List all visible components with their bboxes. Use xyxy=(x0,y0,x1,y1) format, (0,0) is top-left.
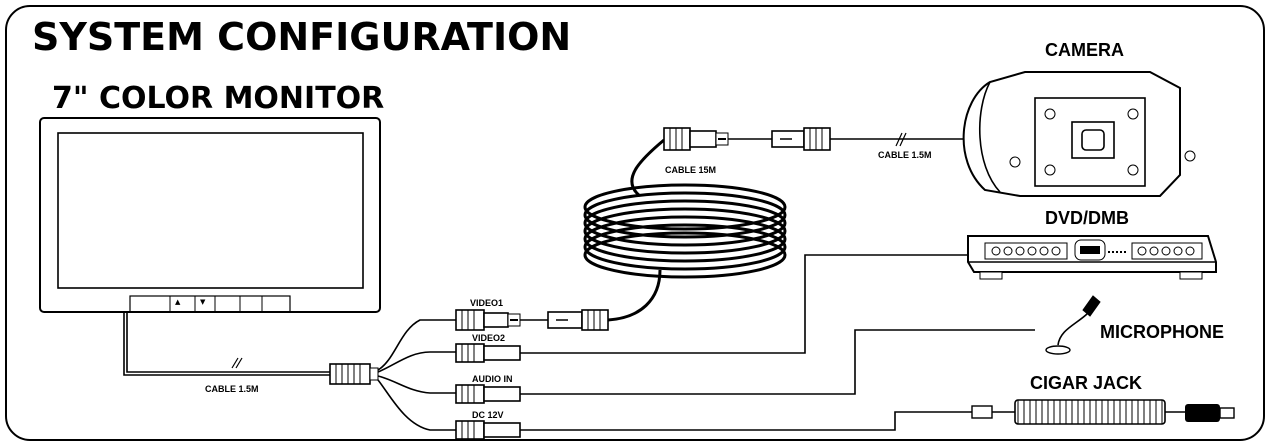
dc12v-connector xyxy=(455,420,521,440)
cable-camera-label: CABLE 1.5M xyxy=(878,150,932,160)
diagram-title: SYSTEM CONFIGURATION xyxy=(32,15,571,59)
svg-text:▼: ▼ xyxy=(200,298,206,306)
dvd-wire xyxy=(520,254,968,354)
camera-extension-connector xyxy=(663,127,729,151)
camera-device xyxy=(962,71,1196,197)
cable-coil-label: CABLE 15M xyxy=(665,165,716,175)
multi-connector xyxy=(329,363,379,385)
port-video1-label: VIDEO1 xyxy=(470,298,503,308)
cigar-jack-device xyxy=(971,399,1235,425)
dvd-device xyxy=(967,235,1217,280)
cable-monitor-label: CABLE 1.5M xyxy=(205,384,259,394)
monitor-cable xyxy=(123,312,330,376)
camera-label: CAMERA xyxy=(1045,40,1124,60)
video1-connector xyxy=(455,309,521,331)
coiled-cable-15m xyxy=(583,183,787,279)
monitor-title: 7" COLOR MONITOR xyxy=(52,81,384,116)
svg-text:▲: ▲ xyxy=(175,298,181,306)
diagram-frame xyxy=(5,5,1265,441)
port-video2-label: VIDEO2 xyxy=(472,333,505,343)
microphone-device xyxy=(1045,295,1101,355)
port-dc12v-label: DC 12V xyxy=(472,410,504,420)
microphone-wire xyxy=(520,329,1035,395)
port-audio-in-label: AUDIO IN xyxy=(472,374,513,384)
audio-in-connector xyxy=(455,384,521,404)
microphone-label: MICROPHONE xyxy=(1100,322,1224,342)
monitor-device: ▲ ▼ xyxy=(39,117,381,313)
power-wire xyxy=(520,411,972,431)
dvd-label: DVD/DMB xyxy=(1045,208,1129,228)
video2-connector xyxy=(455,343,521,363)
cigar-jack-label: CIGAR JACK xyxy=(1030,373,1142,393)
